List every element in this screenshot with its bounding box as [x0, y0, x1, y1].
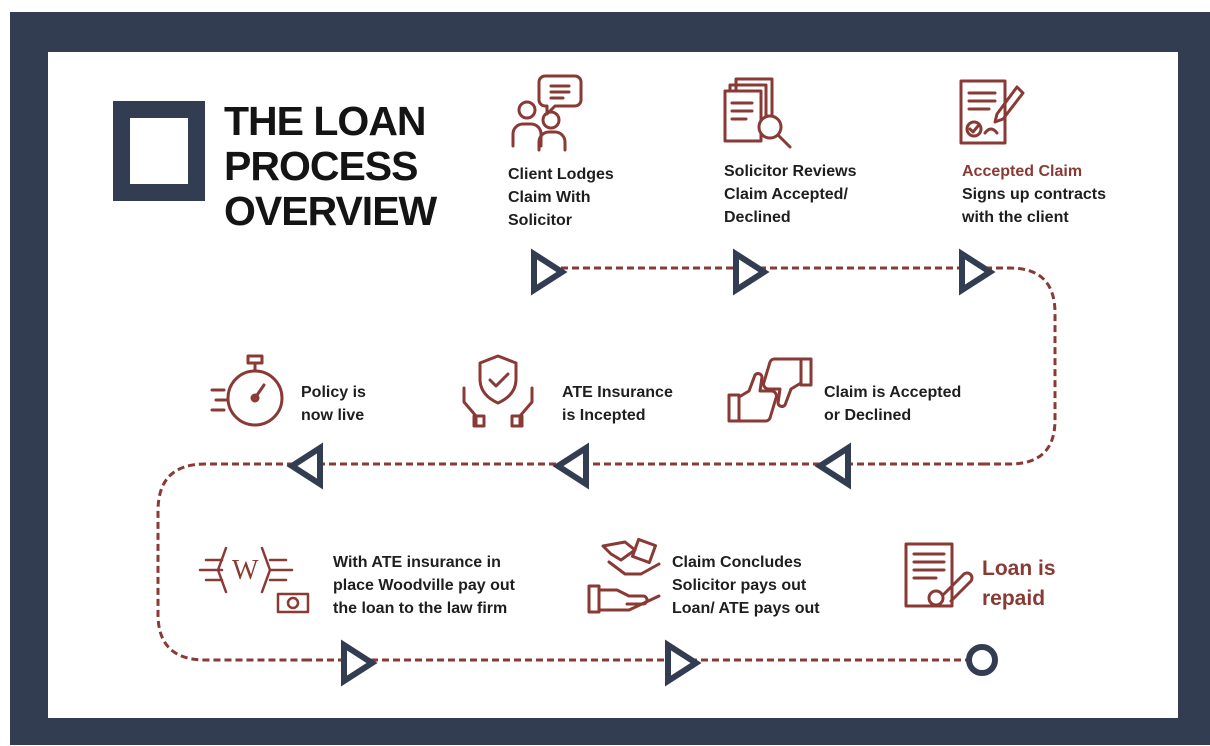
path-curve-left: [156, 462, 305, 662]
step-client-lodges-claim: Client Lodges Claim With Solicitor: [508, 163, 614, 232]
step-1-line-1: Client Lodges: [508, 166, 614, 183]
woodville-logo-letter: W: [232, 555, 259, 586]
step-accepted-claim: Accepted Claim Signs up contracts with t…: [962, 160, 1106, 229]
step-6-line-1: Policy is: [301, 384, 366, 401]
step-7-line-1: With ATE insurance in: [333, 554, 501, 571]
arrow-marker-3: [959, 248, 996, 296]
step-woodville-pays-out: With ATE insurance in place Woodville pa…: [333, 551, 515, 620]
step-8-line-1: Claim Concludes: [672, 554, 802, 571]
step-claim-concludes: Claim Concludes Solicitor pays out Loan/…: [672, 551, 820, 620]
step-9-line-2: repaid: [982, 587, 1046, 610]
step-2-line-3: Declined: [724, 209, 791, 226]
step-5-line-2: is Incepted: [562, 407, 646, 424]
step-4-line-1: Claim is Accepted: [824, 384, 962, 401]
step-solicitor-reviews: Solicitor Reviews Claim Accepted/ Declin…: [724, 160, 857, 229]
contract-signing-icon: [959, 79, 1025, 145]
arrow-marker-4: [814, 442, 851, 490]
arrow-marker-6: [286, 442, 323, 490]
arrow-marker-2: [733, 248, 770, 296]
step-8-line-3: Loan/ ATE pays out: [672, 600, 820, 617]
document-magnifier-icon: [723, 77, 792, 149]
step-3-line-1: Signs up contracts: [962, 186, 1107, 203]
path-curve-right: [985, 266, 1057, 466]
step-7-line-2: place Woodville pay out: [333, 577, 515, 594]
step-policy-live: Policy is now live: [301, 381, 366, 427]
step-5-line-1: ATE Insurance: [562, 384, 673, 401]
arrow-marker-8: [665, 639, 702, 687]
arrow-marker-7: [341, 639, 378, 687]
step-7-line-3: the loan to the law firm: [333, 600, 508, 617]
page-title: THE LOAN PROCESS OVERVIEW: [224, 99, 484, 234]
woodville-money-icon: [198, 546, 310, 614]
step-9-line-1: Loan is: [982, 557, 1056, 580]
step-claim-accepted-declined: Claim is Accepted or Declined: [824, 381, 961, 427]
step-2-line-1: Solicitor Reviews: [724, 163, 857, 180]
handshake-money-icon: [587, 538, 661, 614]
step-loan-repaid: Loan is repaid: [982, 554, 1056, 614]
logo-square: [113, 101, 205, 201]
stopwatch-icon: [210, 354, 284, 427]
step-ate-insurance-incepted: ATE Insurance is Incepted: [562, 381, 673, 427]
arrow-marker-5: [552, 442, 589, 490]
step-1-line-2: Claim With: [508, 189, 591, 206]
title-line-3: OVERVIEW: [224, 188, 437, 234]
step-2-line-2: Claim Accepted/: [724, 186, 848, 203]
step-4-line-2: or Declined: [824, 407, 912, 424]
title-line-1: THE LOAN: [224, 98, 427, 144]
content-panel: [48, 52, 1178, 718]
loan-document-stamp-icon: [904, 542, 974, 608]
title-line-2: PROCESS: [224, 143, 419, 189]
step-3-highlight: Accepted Claim: [962, 163, 1083, 180]
thumbs-up-down-icon: [727, 357, 813, 423]
arrow-marker-1: [531, 248, 568, 296]
step-1-line-3: Solicitor: [508, 212, 573, 229]
step-6-line-2: now live: [301, 407, 365, 424]
step-3-line-2: with the client: [962, 209, 1069, 226]
client-speech-bubble-icon: [511, 74, 583, 152]
step-8-line-2: Solicitor pays out: [672, 577, 807, 594]
end-marker: [966, 644, 998, 676]
shield-hands-icon: [462, 354, 534, 428]
